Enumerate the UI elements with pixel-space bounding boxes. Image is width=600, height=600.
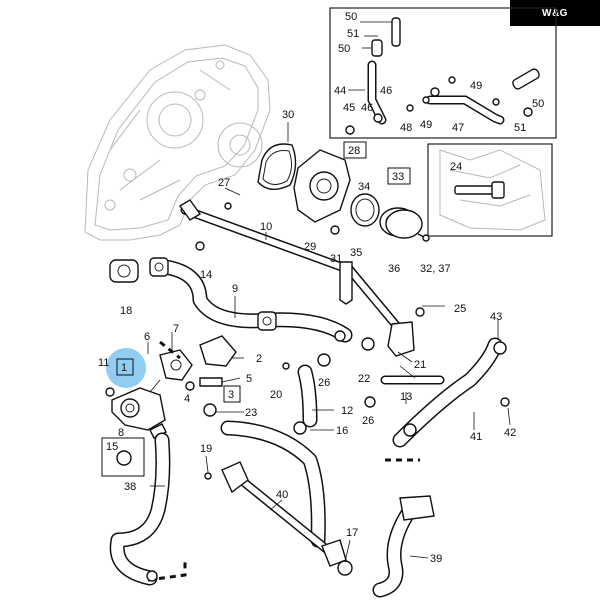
callout-47: 47 <box>452 122 464 134</box>
callout-20: 20 <box>270 389 282 401</box>
watermark-logo: W&G <box>510 0 600 26</box>
callout-50c: 50 <box>532 98 544 110</box>
callout-45: 45 <box>343 102 355 114</box>
callout-50b: 50 <box>338 43 350 55</box>
callout-46a: 46 <box>380 85 392 97</box>
callout-22: 22 <box>358 373 370 385</box>
callout-14: 14 <box>200 269 212 281</box>
label-28: 28 <box>348 145 360 157</box>
coolant-pipe-10 <box>178 199 415 357</box>
callout-38: 38 <box>124 481 136 493</box>
callout-19: 19 <box>200 443 212 455</box>
pipe-40 <box>221 461 347 567</box>
callout-50a: 50 <box>345 11 357 23</box>
callout-13: 13 <box>400 391 412 403</box>
callout-4: 4 <box>184 393 190 405</box>
pipe-sleeve <box>512 68 540 90</box>
callout-49b: 49 <box>470 80 482 92</box>
callout-29: 29 <box>304 241 316 253</box>
callout-2: 2 <box>256 353 262 365</box>
callout-42: 42 <box>504 427 516 439</box>
callout-51a: 51 <box>347 28 359 40</box>
callout-25: 25 <box>454 303 466 315</box>
callout-18: 18 <box>120 305 132 317</box>
thermostat-housing <box>111 335 237 439</box>
callout-8: 8 <box>118 427 124 439</box>
callout-34: 34 <box>358 181 370 193</box>
callout-31: 31 <box>330 253 342 265</box>
label-33: 33 <box>392 171 404 183</box>
box-15 <box>101 437 145 477</box>
callout-16: 16 <box>336 425 348 437</box>
callout-51b: 51 <box>514 122 526 134</box>
callout-36: 36 <box>388 263 400 275</box>
callout-6: 6 <box>144 331 150 343</box>
callout-30: 30 <box>282 109 294 121</box>
dashed-link-b <box>147 560 187 582</box>
logo-text: W&G <box>542 7 568 19</box>
label-3: 3 <box>228 389 234 401</box>
box-3 <box>223 385 241 403</box>
callout-12: 12 <box>341 405 353 417</box>
dashed-link-a <box>159 340 181 360</box>
pipe-connector <box>371 39 383 57</box>
label-15: 15 <box>106 441 118 453</box>
highlight-marker <box>106 348 146 388</box>
callout-labels: 50 51 50 44 46 45 46 48 49 47 49 51 50 2… <box>98 11 544 565</box>
callout-40: 40 <box>276 489 288 501</box>
callout-48: 48 <box>400 122 412 134</box>
sensor-item-24 <box>454 185 496 195</box>
flange-18 <box>109 259 139 283</box>
hose-9 <box>149 257 353 343</box>
callout-43: 43 <box>490 311 502 323</box>
callout-46b: 46 <box>361 102 373 114</box>
box-33 <box>387 167 411 185</box>
callout-17: 17 <box>346 527 358 539</box>
callout-5: 5 <box>246 373 252 385</box>
callout-9: 9 <box>232 283 238 295</box>
callout-10: 10 <box>260 221 272 233</box>
callout-24: 24 <box>450 161 462 173</box>
callout-41: 41 <box>470 431 482 443</box>
inset-oil-pipe-box <box>329 7 557 139</box>
hose-38 <box>109 432 171 586</box>
hose-12 <box>297 364 318 428</box>
label-1: 1 <box>121 362 127 374</box>
hose-23 <box>220 420 326 548</box>
callout-27: 27 <box>218 177 230 189</box>
callout-11: 11 <box>98 357 109 369</box>
callout-44: 44 <box>334 85 346 97</box>
pipe-segment-upper <box>391 17 401 47</box>
callout-23: 23 <box>245 407 257 419</box>
hose-39 <box>372 495 435 598</box>
box-1 <box>116 358 134 376</box>
fasteners <box>105 202 510 582</box>
callout-39: 39 <box>430 553 442 565</box>
callout-7: 7 <box>173 323 179 335</box>
hose-41 <box>392 337 503 448</box>
callout-49a: 49 <box>420 119 432 131</box>
leader-lines <box>147 21 511 563</box>
inset-cylinder-head-box <box>427 143 553 237</box>
box-28 <box>343 141 367 159</box>
water-pump-group <box>257 143 430 242</box>
callout-26b: 26 <box>362 415 374 427</box>
engine-block-outline <box>84 44 271 241</box>
callout-32-37: 32, 37 <box>420 263 451 275</box>
callout-35: 35 <box>350 247 362 259</box>
callout-21: 21 <box>414 359 426 371</box>
callout-26a: 26 <box>318 377 330 389</box>
